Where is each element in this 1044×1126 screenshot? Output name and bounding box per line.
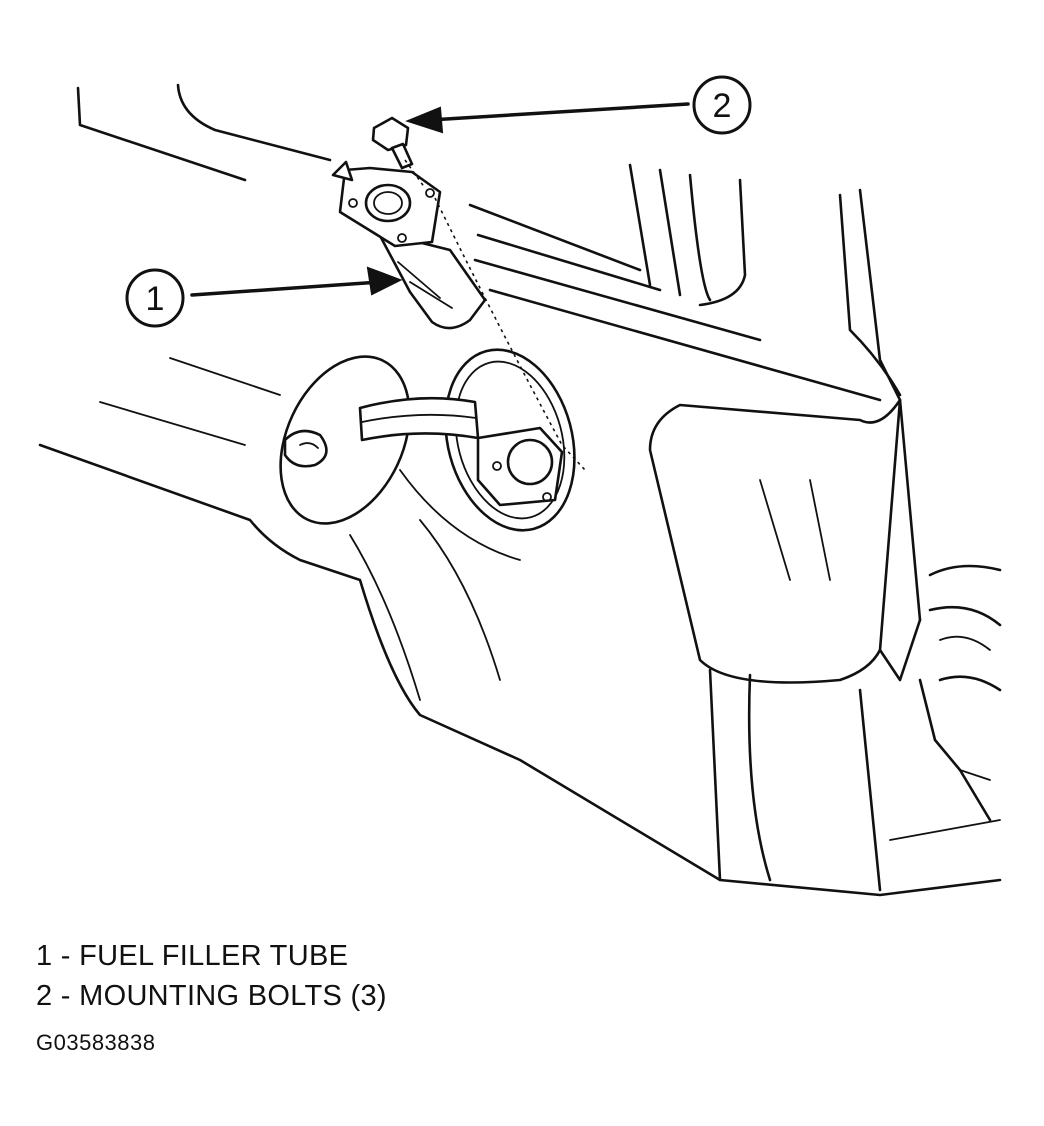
callout-2: 2 <box>405 75 752 135</box>
callout-1: 1 <box>125 266 403 328</box>
vehicle-body-outline <box>38 83 1002 897</box>
callout-1-number: 1 <box>146 280 165 318</box>
legend-separator: - <box>60 980 71 1012</box>
fuel-door-cover <box>279 355 411 525</box>
fuel-filler-tube <box>331 160 487 330</box>
mounting-bolt <box>371 116 414 170</box>
legend-item: 1 - FUEL FILLER TUBE <box>36 936 387 976</box>
hinge-strap <box>358 396 480 442</box>
fuel-filler-diagram: 1 2 <box>38 75 1002 897</box>
legend-number: 1 <box>36 940 53 972</box>
callout-2-number: 2 <box>713 87 732 125</box>
figure-id: G03583838 <box>36 1030 156 1055</box>
assembly-guide-lines <box>404 159 586 471</box>
legend-separator: - <box>60 940 71 972</box>
legend-text: FUEL FILLER TUBE <box>79 940 349 972</box>
legend-text: MOUNTING BOLTS (3) <box>79 980 387 1012</box>
legend-item: 2 - MOUNTING BOLTS (3) <box>36 976 387 1016</box>
legend-number: 2 <box>36 980 53 1012</box>
legend: 1 - FUEL FILLER TUBE 2 - MOUNTING BOLTS … <box>36 936 387 1016</box>
filler-opening <box>444 348 576 532</box>
